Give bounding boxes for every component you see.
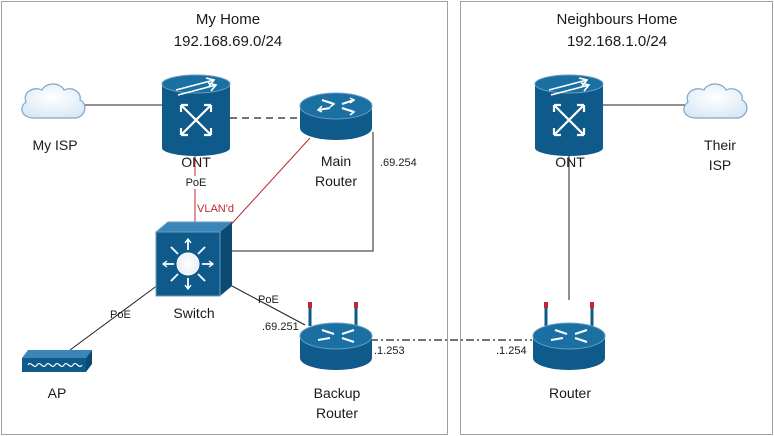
home-zone-subnet: 192.168.69.0/24 [174, 33, 282, 50]
backup-router-link-ip-label: .1.253 [374, 345, 405, 357]
neighbour-router-icon [532, 302, 606, 370]
neighbour-router-label: Router [549, 385, 591, 401]
my-isp-label: My ISP [32, 137, 77, 153]
switch-label: Switch [173, 305, 214, 321]
home-zone-title: My Home [196, 11, 260, 28]
neighbour-zone-border [460, 1, 773, 435]
neighbour-ont-label: ONT [555, 154, 585, 170]
neighbour-zone-title: Neighbours Home [557, 11, 678, 28]
their-isp-cloud-icon [683, 83, 748, 119]
switch-icon [154, 221, 234, 297]
switch-ap-poe-label: PoE [110, 309, 131, 321]
their-isp-label-line1: Their [704, 137, 736, 153]
link-main-router-switch [232, 132, 374, 252]
main-router-icon [299, 92, 373, 140]
vlan-label: VLAN'd [197, 203, 234, 215]
main-router-label-line2: Router [315, 173, 357, 189]
their-isp-label-line2: ISP [709, 157, 732, 173]
ap-icon [22, 350, 92, 372]
neighbour-ont-icon [534, 74, 604, 156]
home-ont-icon [161, 74, 231, 156]
link-switch-backup [231, 285, 306, 326]
home-zone-border [1, 1, 448, 435]
switch-backup-poe-label: PoE [258, 294, 279, 306]
link-vlan-main-router [225, 137, 311, 231]
backup-router-icon [299, 302, 373, 370]
neighbour-zone-subnet: 192.168.1.0/24 [567, 33, 667, 50]
ont-switch-poe-label: PoE [186, 177, 207, 189]
ap-label: AP [48, 385, 67, 401]
backup-router-home-ip-label: .69.251 [262, 321, 299, 333]
my-isp-cloud-icon [21, 83, 86, 119]
main-router-ip-label: .69.254 [380, 157, 417, 169]
neighbour-router-ip-label: .1.254 [496, 345, 527, 357]
backup-router-label-line2: Router [316, 405, 358, 421]
main-router-label-line1: Main [321, 153, 351, 169]
backup-router-label-line1: Backup [314, 385, 361, 401]
home-ont-label: ONT [181, 154, 211, 170]
link-switch-ap [69, 284, 159, 351]
